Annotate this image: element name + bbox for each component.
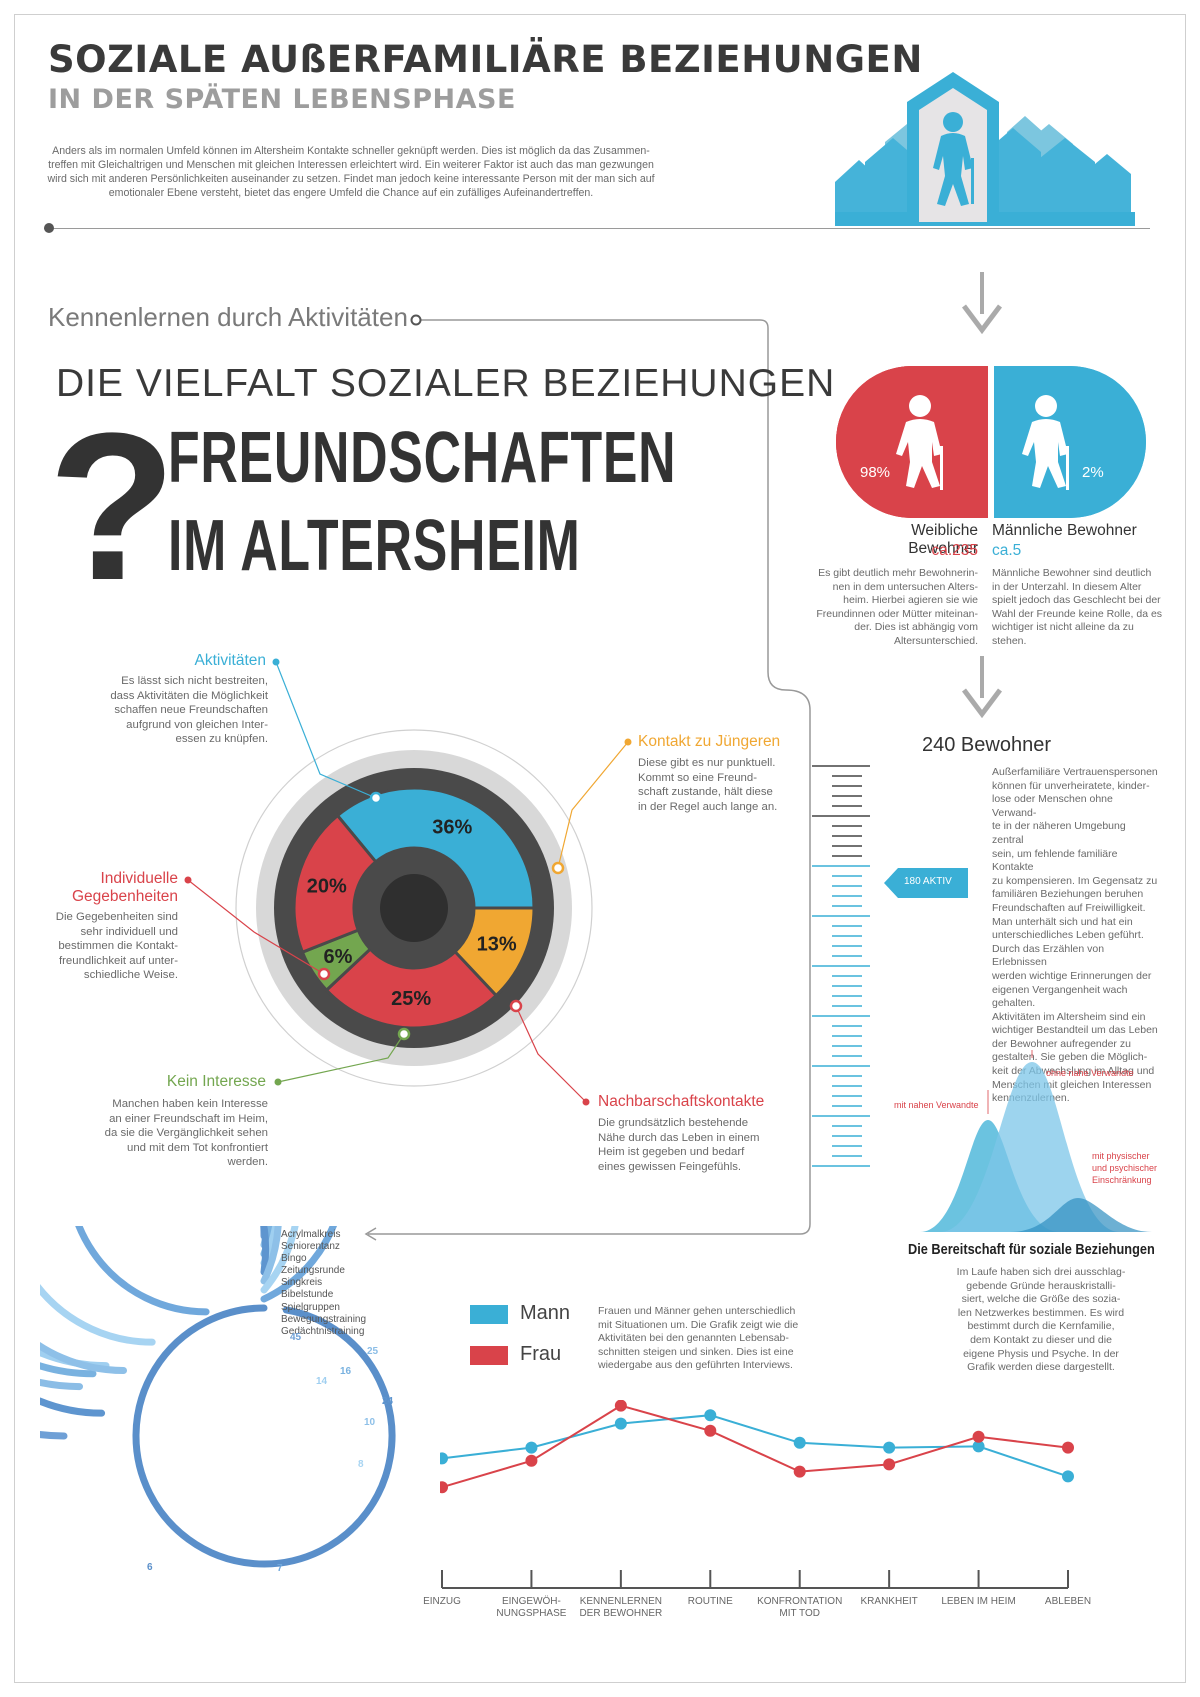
x-label: EINGEWÖH-NUNGSPHASE — [496, 1596, 567, 1619]
activity-arc-3 — [40, 1226, 280, 1370]
activity-end-label-4: 24 — [382, 1396, 394, 1407]
activity-end-label-0: 45 — [290, 1332, 302, 1343]
active-badge — [884, 868, 968, 898]
activity-end-label-6: 8 — [358, 1459, 364, 1470]
x-label: LEBEN IM HEIM — [941, 1596, 1016, 1607]
callout-kein-title: Kein Interesse — [166, 1073, 266, 1090]
legend-swatch-frau — [470, 1346, 508, 1365]
male-label: Männliche Bewohner — [992, 522, 1137, 539]
donut-label-kontakt: 13% — [477, 934, 517, 956]
series-point-frau — [972, 1430, 985, 1443]
callout-kontakt-text: Diese gibt es nur punktuell.Kommt so ein… — [638, 757, 778, 813]
legend-frau: Frau — [520, 1343, 562, 1365]
label-ohne-verwandte: ohne nahe Verwandte — [1046, 1068, 1134, 1078]
series-point-mann — [614, 1417, 627, 1430]
arrow-down-icon — [962, 272, 1002, 334]
activity-arc-0 — [40, 1226, 268, 1440]
activity-end-label-5: 10 — [364, 1417, 376, 1428]
female-text: Es gibt deutlich mehr Bewohnerin-nen in … — [816, 567, 978, 647]
friendship-donut: 36% 13% 25% 6% 20% — [235, 729, 593, 1087]
callout-aktivitaeten-title: Aktivitäten — [194, 652, 266, 669]
label-mit-verwandte: mit nahen Verwandte — [894, 1100, 979, 1110]
donut-label-nachbarschaft: 25% — [391, 988, 431, 1010]
header-divider — [44, 228, 1150, 229]
activity-arcs — [40, 1226, 396, 1568]
series-point-mann — [440, 1452, 448, 1465]
female-percent: 98% — [860, 464, 891, 481]
headline-line3: IM ALTERSHEIM — [168, 506, 581, 586]
callout-nachbarschaft-title: Nachbarschaftskontakte — [598, 1093, 765, 1110]
activity-arc-5 — [40, 1226, 282, 1374]
series-point-mann — [704, 1409, 717, 1422]
donut-label-kein: 6% — [324, 946, 353, 968]
series-point-frau — [614, 1400, 627, 1412]
series-point-mann — [793, 1436, 806, 1449]
headline-line2: FREUNDSCHAFTEN — [168, 418, 677, 498]
headline-line1: DIE VIELFALT SOZIALER BEZIEHUNGEN — [56, 362, 836, 405]
bereitschaft-text: Im Laufe haben sich drei ausschlag-geben… — [956, 1266, 1126, 1374]
donut-label-individuell: 20% — [307, 876, 347, 898]
series-point-mann — [1062, 1470, 1074, 1483]
residents-title: 240 Bewohner — [922, 734, 1051, 756]
female-count: ca.235 — [931, 542, 978, 559]
series-point-frau — [883, 1458, 896, 1471]
question-mark: ? — [48, 389, 177, 624]
series-point-frau — [793, 1465, 806, 1478]
series-point-mann — [883, 1441, 896, 1454]
activity-end-label-8: 6 — [147, 1562, 153, 1573]
x-label: EINZUG — [423, 1596, 461, 1607]
series-line-mann — [441, 1414, 1069, 1478]
section-title: Kennenlernen durch Aktivitäten — [48, 302, 408, 332]
divider-dot — [44, 223, 54, 233]
callout-aktivitaeten-text: Es lässt sich nicht bestreiten,dass Akti… — [110, 675, 268, 745]
series-point-frau — [440, 1481, 448, 1494]
activity-end-label-1: 25 — [367, 1346, 379, 1357]
activity-end-label-2: 16 — [340, 1366, 352, 1377]
x-label: ROUTINE — [687, 1596, 733, 1607]
page-title: SOZIALE AUßERFAMILIÄRE BEZIEHUNGEN — [48, 38, 923, 81]
series-line-frau — [441, 1404, 1069, 1489]
legend-mann: Mann — [520, 1302, 571, 1324]
x-label: KRANKHEIT — [860, 1596, 918, 1607]
series-point-frau — [704, 1424, 717, 1437]
callout-kontakt-title: Kontakt zu Jüngeren — [638, 733, 781, 750]
series-point-mann — [525, 1441, 538, 1454]
series-point-frau — [525, 1454, 538, 1467]
houses-icon — [835, 72, 1135, 226]
arrow-down-icon-2 — [962, 656, 1002, 718]
bereitschaft-title: Die Bereitschaft für soziale Beziehungen — [908, 1242, 1155, 1258]
activity-arc-8 — [132, 1304, 396, 1568]
life-phase-line-chart — [440, 1400, 1074, 1589]
series-point-mann — [972, 1440, 985, 1453]
activity-end-label-3: 14 — [316, 1376, 328, 1387]
resident-ruler — [812, 765, 870, 1167]
active-badge-label: 180 AKTIV — [904, 876, 952, 887]
activity-arc-7 — [75, 1226, 337, 1316]
series-point-frau — [1062, 1441, 1074, 1454]
activity-arc-6 — [40, 1226, 299, 1346]
donut-segment-nachbarschaft — [324, 946, 499, 1030]
x-label: ABLEBEN — [1044, 1596, 1092, 1607]
legend-swatch-mann — [470, 1305, 508, 1324]
gender-drops — [836, 366, 1146, 518]
bereitschaft-curves — [920, 1050, 1152, 1232]
donut-label-aktivitaeten: 36% — [432, 817, 472, 839]
page-subtitle: IN DER SPÄTEN LEBENSPHASE — [48, 84, 516, 115]
male-percent: 2% — [1082, 464, 1104, 481]
female-label: Weibliche Bewohner — [908, 522, 978, 557]
intro-text: Anders als im normalen Umfeld können im … — [47, 145, 655, 199]
activity-end-label-7: 7 — [277, 1563, 283, 1574]
male-count: ca.5 — [992, 542, 1022, 559]
